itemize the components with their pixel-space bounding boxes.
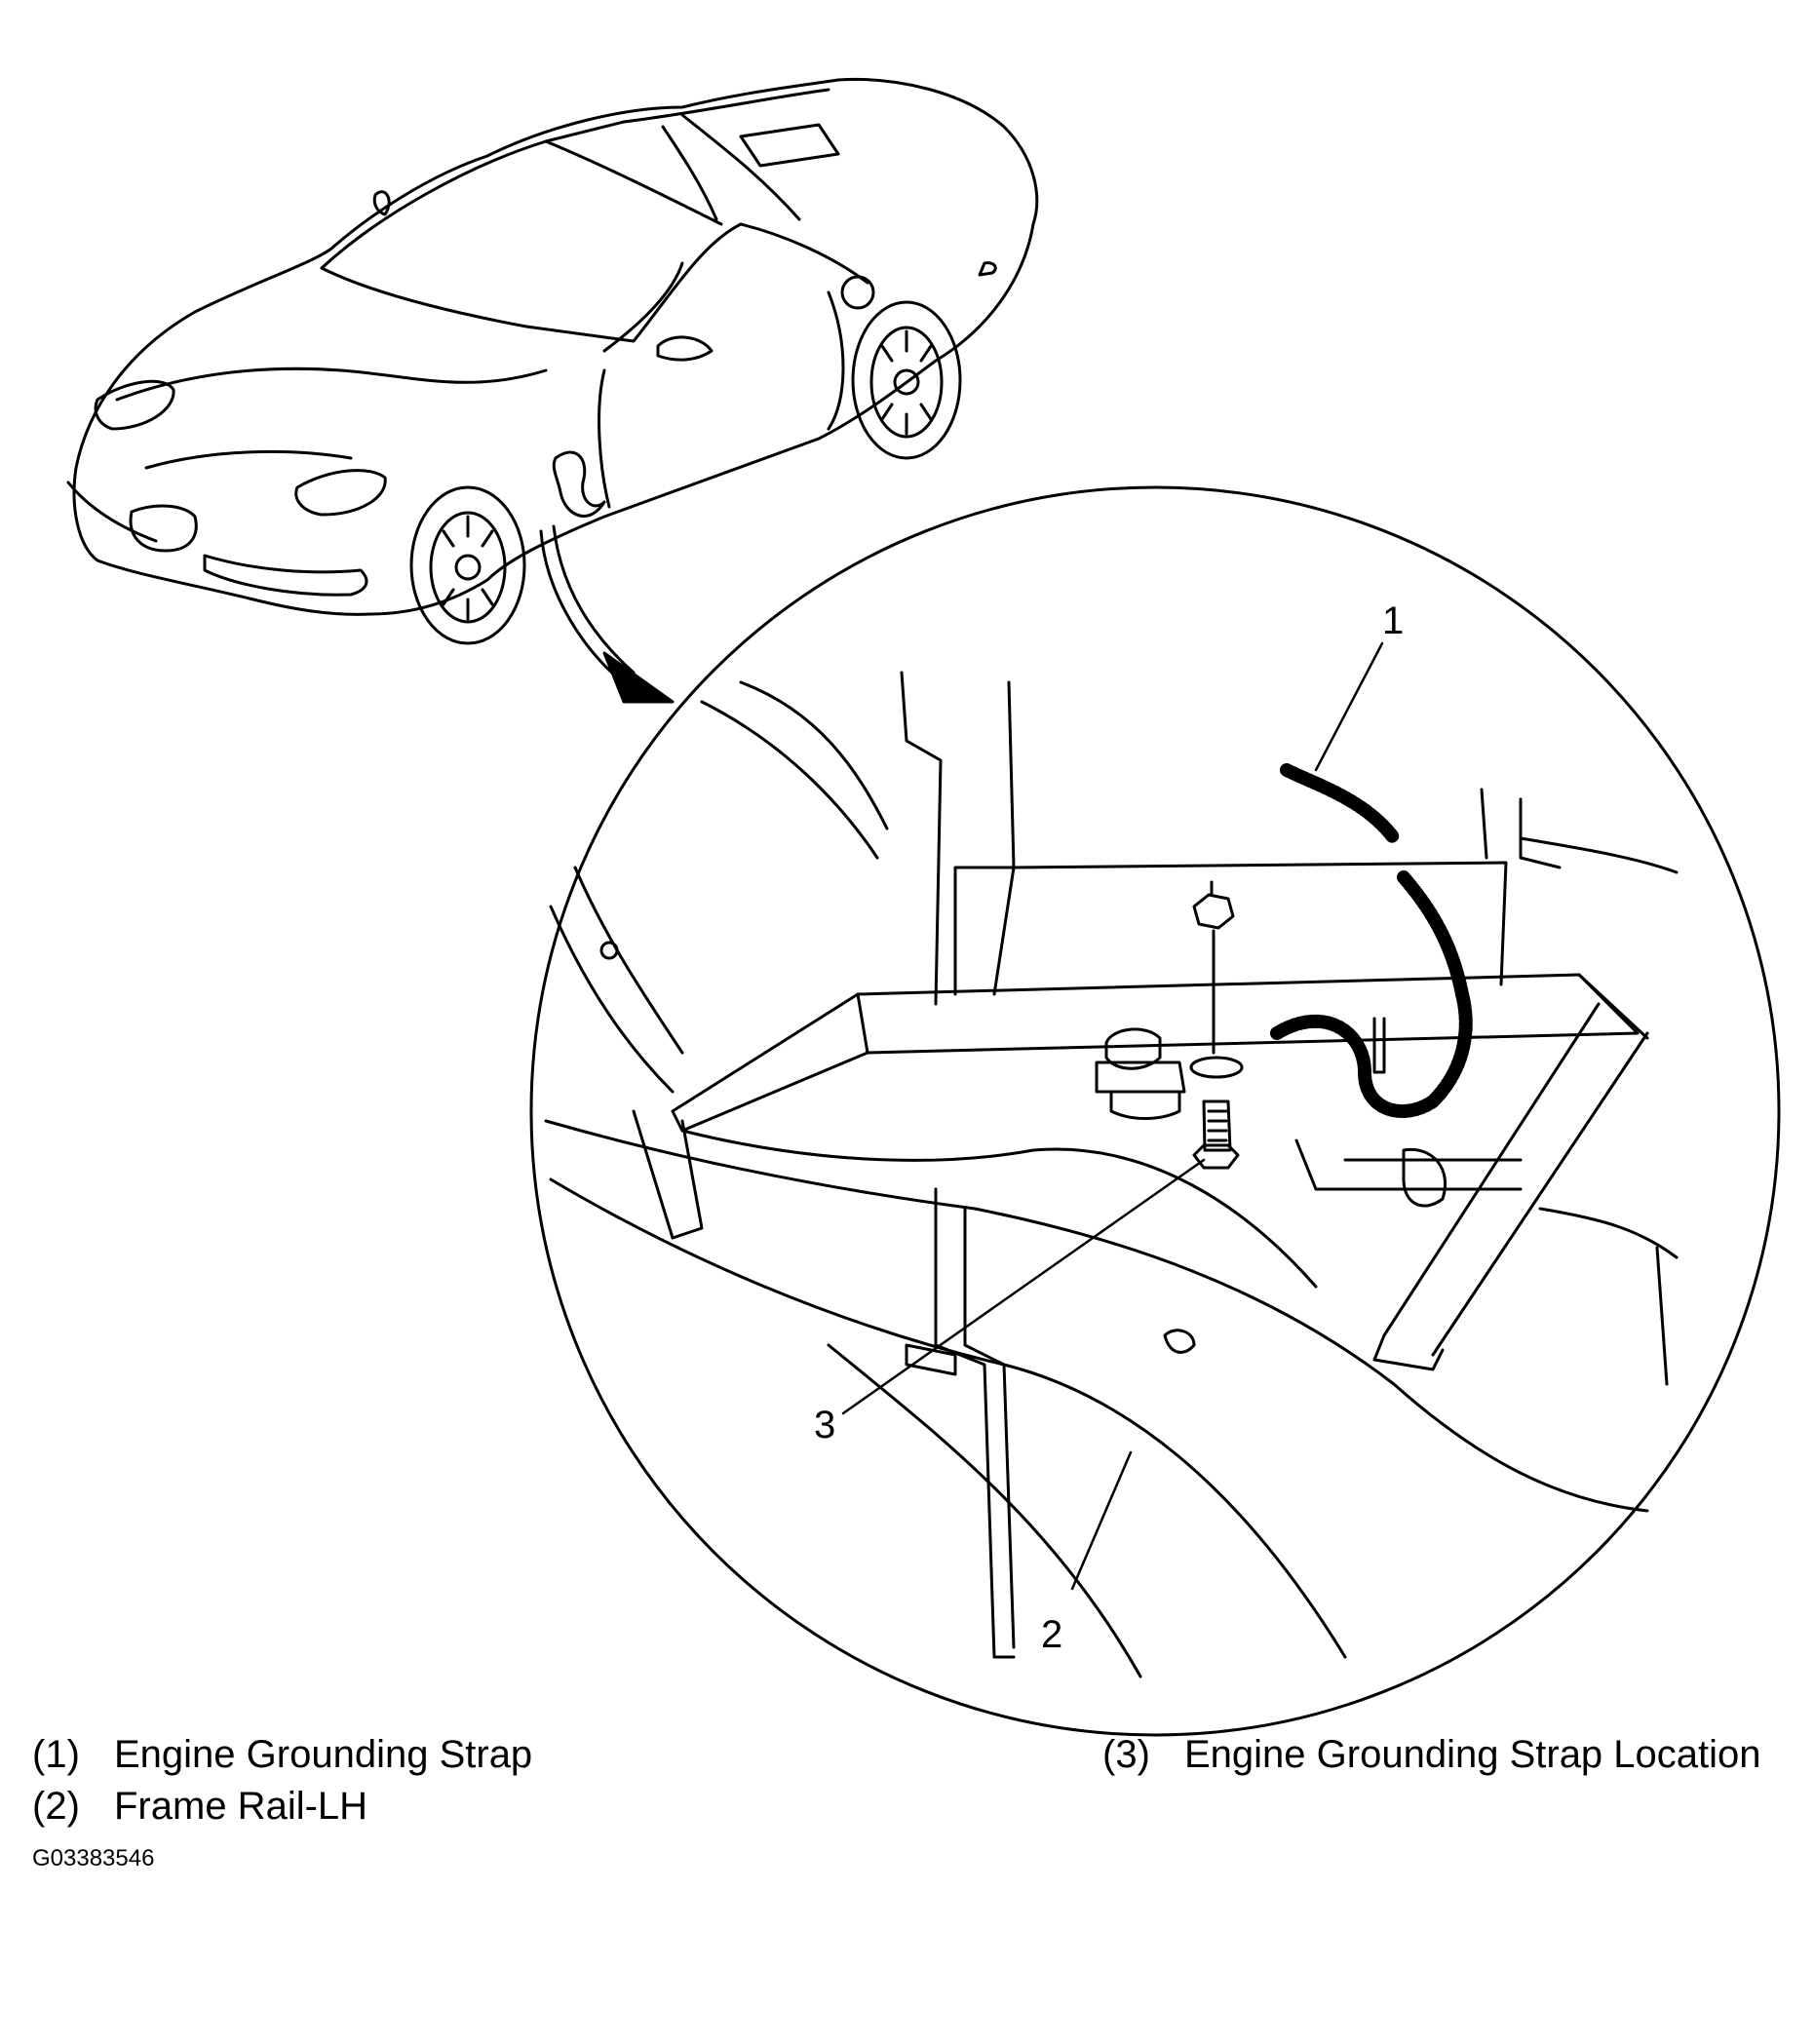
legend-item-label: Frame Rail-LH <box>114 1785 368 1828</box>
callout-3: 3 <box>814 1404 835 1446</box>
diagram-figure: 1 2 3 <box>66 77 1781 1737</box>
callout-1: 1 <box>1382 599 1404 642</box>
pointer-arrow <box>539 524 675 704</box>
leader-1 <box>1314 641 1384 772</box>
figure-id: G03383546 <box>32 1845 155 1871</box>
legend-item-number: (2) <box>32 1785 80 1828</box>
leader-3 <box>841 1158 1206 1415</box>
legend-item-2: (2) Frame Rail-LH <box>32 1785 367 1829</box>
car-illustration <box>66 77 1039 645</box>
detail-circle <box>529 485 1781 1737</box>
leader-2 <box>1070 1450 1133 1591</box>
leader-lines <box>841 641 1384 1591</box>
callout-2: 2 <box>1041 1613 1062 1656</box>
detail-components <box>544 671 1679 1678</box>
